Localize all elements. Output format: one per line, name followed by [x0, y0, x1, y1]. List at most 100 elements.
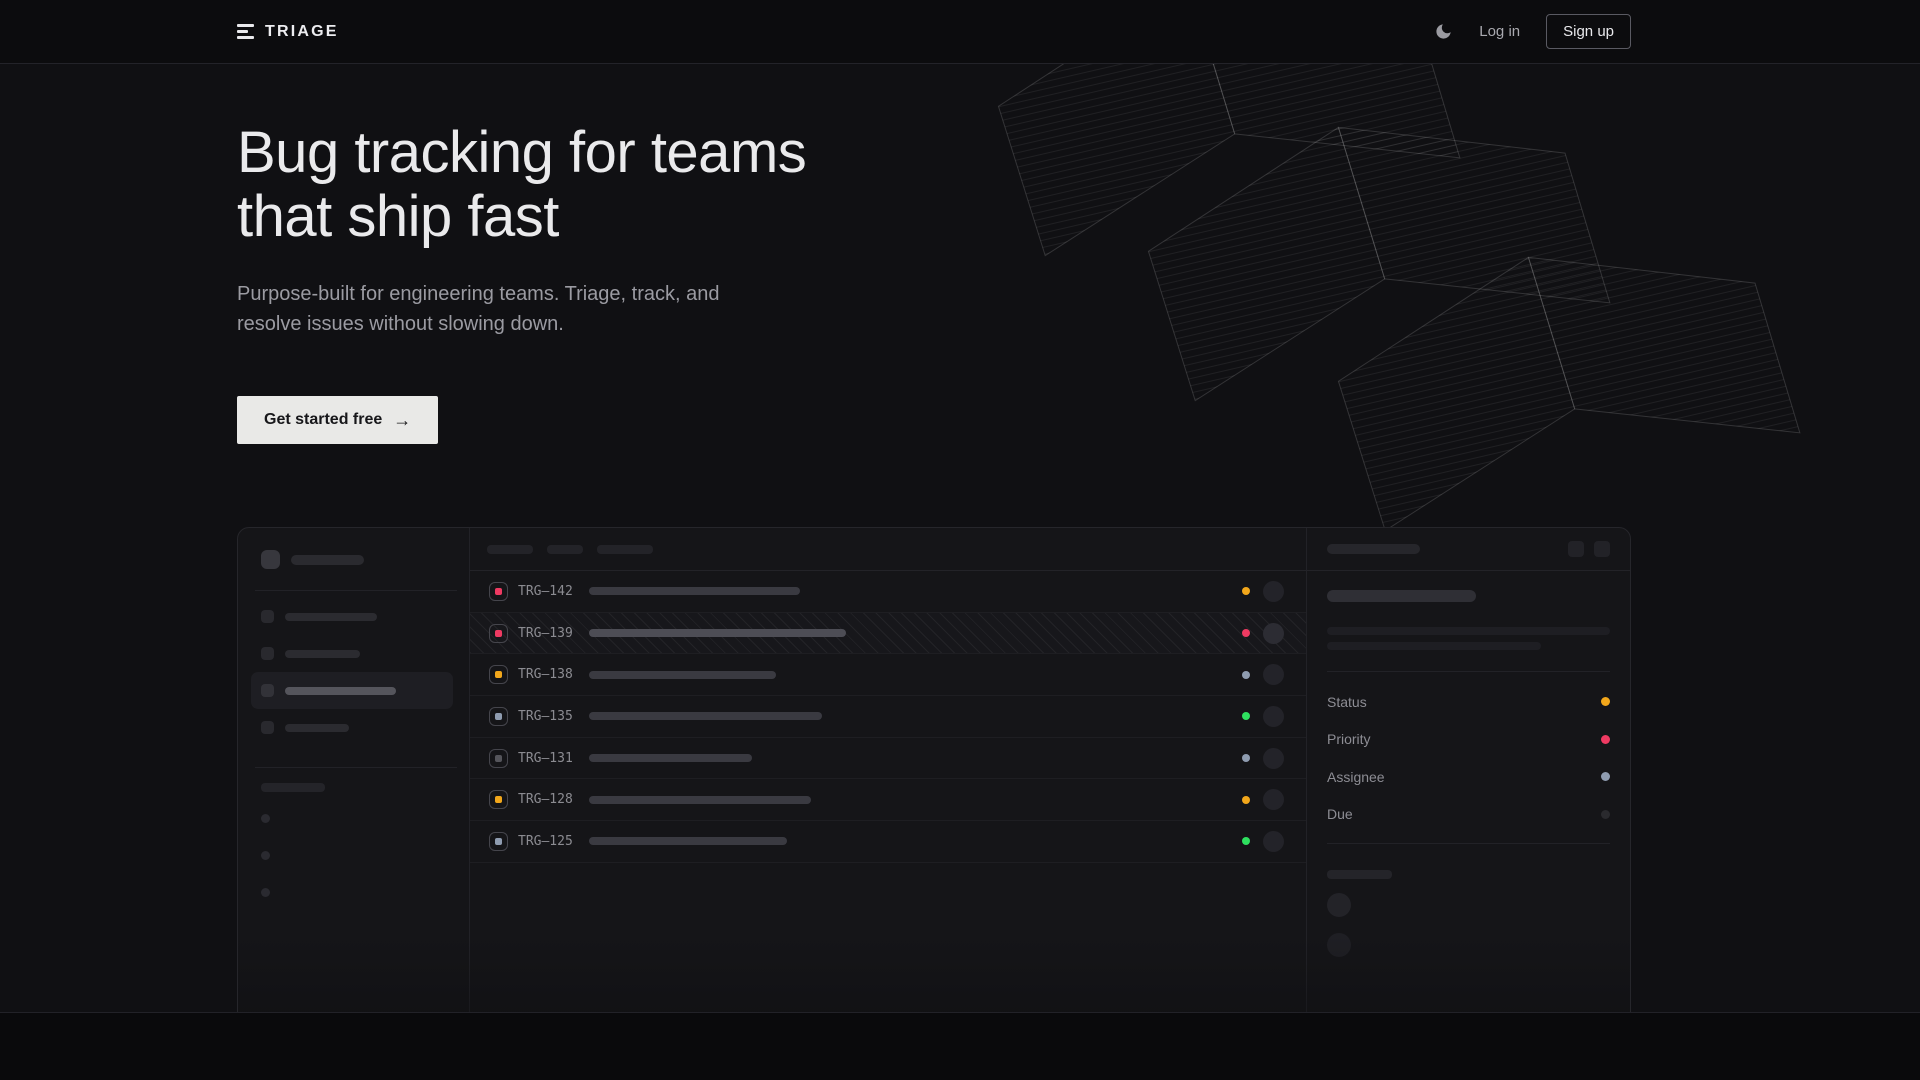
issue-id: TRG–139: [518, 626, 580, 641]
skeleton-bar: [291, 555, 364, 565]
sidebar-nav-item-active: [251, 672, 453, 709]
mockup-workspace-row: [261, 550, 453, 569]
skeleton-bar: [589, 837, 787, 845]
issue-row: TRG–131: [470, 738, 1306, 780]
skeleton-bar: [285, 650, 360, 658]
issue-row: TRG–138: [470, 654, 1306, 696]
nav-item-icon: [261, 647, 274, 660]
brand[interactable]: TRIAGE: [237, 23, 339, 41]
hero-subtitle: Purpose-built for engineering teams. Tri…: [237, 279, 1920, 339]
skeleton-bar: [589, 796, 811, 804]
panel-button: [1594, 541, 1610, 557]
skeleton-bar: [285, 687, 396, 695]
assignee-avatar: [1263, 581, 1284, 602]
sidebar-nav-item: [251, 635, 453, 672]
nav-item-icon: [261, 721, 274, 734]
hero-section: Bug tracking for teams that ship fast Pu…: [0, 64, 1920, 1012]
issue-id: TRG–131: [518, 751, 580, 766]
workspace-avatar: [261, 550, 280, 569]
sidebar-dot: [261, 851, 270, 860]
assignee-avatar: [1263, 664, 1284, 685]
assignee-avatar: [1263, 706, 1284, 727]
skeleton-title-bar: [1327, 590, 1476, 602]
nav-item-icon: [261, 684, 274, 697]
field-value-dot: [1601, 772, 1610, 781]
field-label: Assignee: [1327, 769, 1385, 785]
divider: [1327, 843, 1610, 844]
assignee-avatar: [1263, 789, 1284, 810]
sidebar-nav-item: [251, 709, 453, 746]
skeleton-bar: [285, 724, 349, 732]
status-dot: [1242, 837, 1250, 845]
panel-header-buttons: [1568, 541, 1610, 557]
issue-id: TRG–125: [518, 834, 580, 849]
panel-button: [1568, 541, 1584, 557]
panel-field: Assignee: [1327, 758, 1610, 796]
brand-name: TRIAGE: [265, 23, 339, 41]
sidebar-dot: [261, 814, 270, 823]
arrow-right-icon: →: [393, 411, 411, 429]
issue-id: TRG–135: [518, 709, 580, 724]
sidebar-nav-item: [251, 598, 453, 635]
get-started-button[interactable]: Get started free →: [237, 396, 438, 444]
sidebar-dot: [261, 888, 270, 897]
skeleton-bar: [589, 587, 800, 595]
issue-type-icon: [489, 790, 508, 809]
issue-type-icon: [489, 832, 508, 851]
hero-heading: Bug tracking for teams that ship fast: [237, 121, 1920, 249]
assignee-avatar: [1263, 748, 1284, 769]
mockup-list-header: [470, 528, 1306, 571]
mockup-sidebar: [238, 528, 470, 1012]
field-value-dot: [1601, 810, 1610, 819]
theme-toggle-button[interactable]: [1434, 22, 1453, 41]
footer-band: [0, 1012, 1920, 1080]
status-dot: [1242, 587, 1250, 595]
skeleton-text-line: [1327, 642, 1541, 650]
issue-type-icon: [489, 624, 508, 643]
panel-field: Priority: [1327, 721, 1610, 759]
triage-logo-icon: [237, 24, 254, 39]
heading-line-1: Bug tracking for teams: [237, 120, 806, 185]
status-dot: [1242, 629, 1250, 637]
assignee-avatar: [1263, 623, 1284, 644]
issue-type-icon: [489, 707, 508, 726]
issue-rows: TRG–142 TRG–139 TRG–138 TRG–135: [470, 571, 1306, 863]
skeleton-bar: [589, 754, 752, 762]
skeleton-bar: [1327, 870, 1392, 879]
panel-field: Status: [1327, 683, 1610, 721]
issue-type-icon: [489, 665, 508, 684]
assignee-avatar: [1263, 831, 1284, 852]
divider: [255, 590, 457, 591]
top-nav: TRIAGE Log in Sign up: [0, 0, 1920, 64]
field-label: Due: [1327, 806, 1353, 822]
skeleton-bar: [285, 613, 377, 621]
issue-row: TRG–125: [470, 821, 1306, 863]
issue-type-icon: [489, 582, 508, 601]
skeleton-tab: [597, 545, 653, 554]
panel-fields: Status Priority Assignee Due: [1327, 672, 1610, 833]
heading-line-2: that ship fast: [237, 184, 559, 249]
cta-label: Get started free: [264, 411, 382, 429]
skeleton-bar: [589, 629, 846, 637]
skeleton-text-line: [1327, 627, 1610, 635]
divider: [255, 767, 457, 768]
moon-icon: [1434, 22, 1453, 41]
issue-row: TRG–139: [470, 613, 1306, 655]
status-dot: [1242, 712, 1250, 720]
mockup-sidebar-nav: [261, 598, 453, 746]
mockup-panel-header: [1307, 528, 1630, 571]
issue-id: TRG–138: [518, 667, 580, 682]
skeleton-tab: [487, 545, 533, 554]
skeleton-bar: [1327, 544, 1420, 554]
issue-id: TRG–142: [518, 584, 580, 599]
nav-actions: Log in Sign up: [1434, 14, 1631, 49]
signup-button[interactable]: Sign up: [1546, 14, 1631, 49]
comment-avatar: [1327, 933, 1351, 957]
issue-row: TRG–135: [470, 696, 1306, 738]
issue-type-icon: [489, 749, 508, 768]
field-value-dot: [1601, 735, 1610, 744]
status-dot: [1242, 754, 1250, 762]
issue-row: TRG–142: [470, 571, 1306, 613]
login-link[interactable]: Log in: [1479, 23, 1520, 40]
